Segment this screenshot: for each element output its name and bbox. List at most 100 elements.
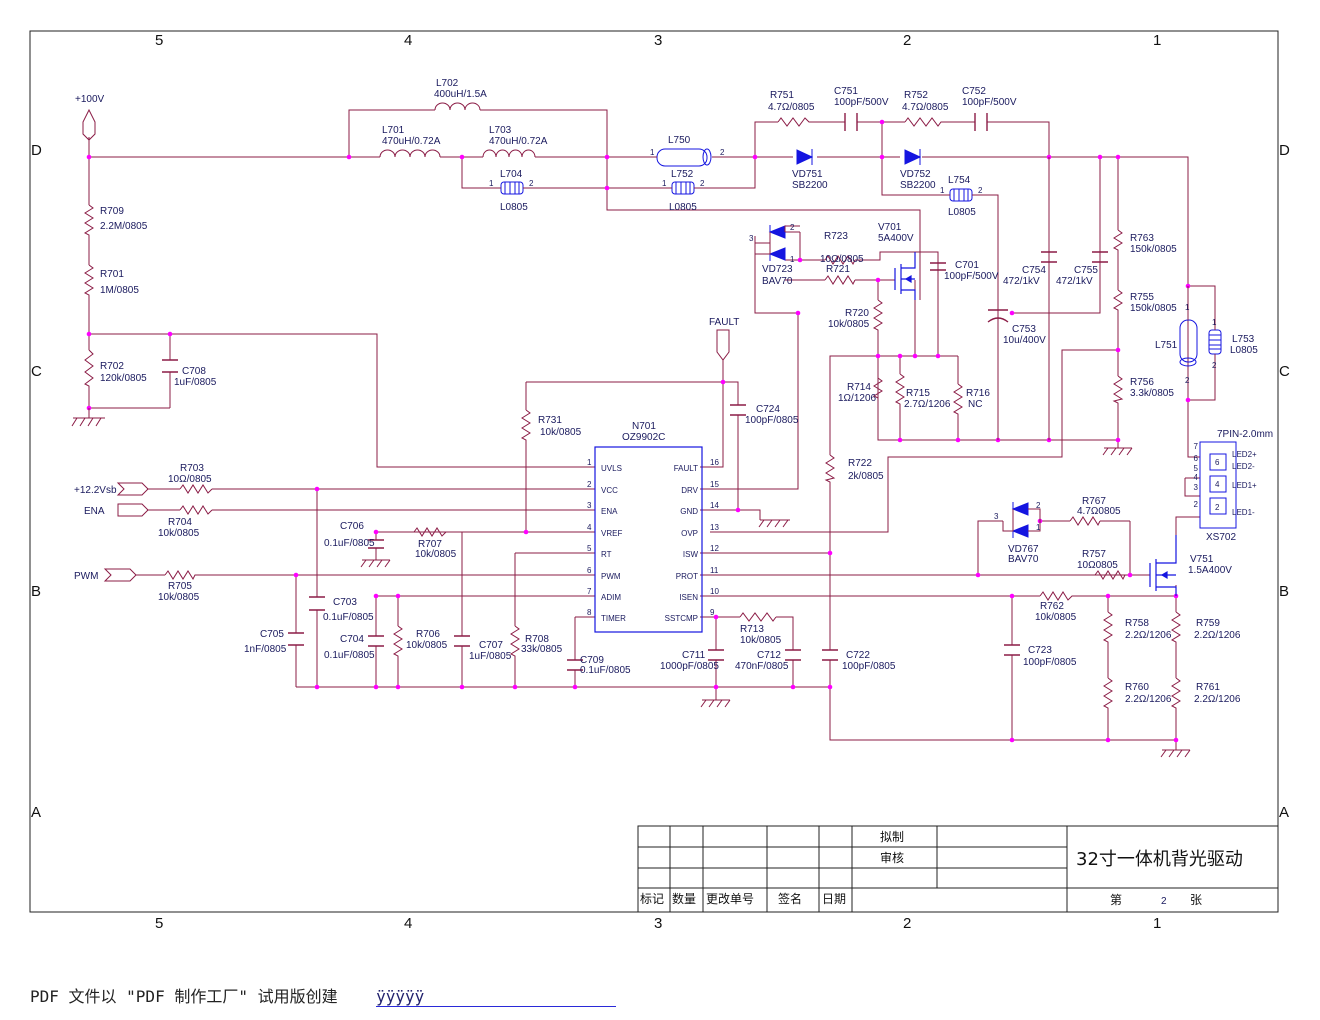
diode-symbols xyxy=(768,149,1029,538)
component-ref: C724 xyxy=(756,404,780,415)
component-value: SB2200 xyxy=(900,180,936,191)
component-value: BAV70 xyxy=(1008,554,1039,565)
pin-num: 1 xyxy=(1212,318,1217,327)
component-ref: R761 xyxy=(1196,682,1220,693)
resistor-symbol-r720 xyxy=(872,299,883,335)
component-ref: VD751 xyxy=(792,169,823,180)
connector-inner-pin: 2 xyxy=(1215,503,1220,512)
capacitor-symbol-c751 xyxy=(844,113,858,131)
pin-num: 1 xyxy=(662,179,667,188)
diode-vd723-b xyxy=(768,247,786,261)
ic-pin-number: 14 xyxy=(710,501,719,510)
ground-icon xyxy=(1102,447,1133,456)
resistor-symbol-r731 xyxy=(520,409,531,442)
ic-part: OZ9902C xyxy=(622,432,665,443)
component-ref: R752 xyxy=(904,90,928,101)
connector-pin-name: LED2- xyxy=(1232,462,1255,471)
component-ref: C707 xyxy=(479,640,503,651)
component-value: 0.1uF/0805 xyxy=(323,612,374,623)
ic-ref: N701 xyxy=(632,421,656,432)
component-ref: C708 xyxy=(182,366,206,377)
zone-col-5-bottom: 5 xyxy=(155,915,163,932)
component-ref: R714 xyxy=(847,382,871,393)
component-ref: VD723 xyxy=(762,264,793,275)
component-value: 10k/0805 xyxy=(740,635,782,646)
capacitor-symbol-c709 xyxy=(567,659,583,671)
component-ref: C711 xyxy=(682,650,706,661)
zone-col-4: 4 xyxy=(404,32,412,49)
bead-l750 xyxy=(656,148,708,167)
mosfet-v701 xyxy=(894,252,916,300)
component-value: 400uH/1.5A xyxy=(434,89,487,100)
connector-body xyxy=(1199,441,1237,529)
bead-l753 xyxy=(1208,329,1222,355)
component-ref: R756 xyxy=(1130,377,1154,388)
bead-l704 xyxy=(500,181,524,195)
connector-labels: 7PIN-2.0mm XS702 7LED2+6LED2-54LED1+32LE… xyxy=(1194,429,1274,543)
resistor-symbol-r760 xyxy=(1102,677,1113,712)
component-value: 100pF/0805 xyxy=(842,661,896,672)
ic-pin-number: 5 xyxy=(587,544,592,553)
ic-pin-number: 13 xyxy=(710,523,719,532)
resistor-symbol-r709 xyxy=(83,204,94,240)
component-value: 150k/0805 xyxy=(1130,303,1177,314)
zone-row-C: C xyxy=(31,363,42,380)
component-ref: R703 xyxy=(180,463,204,474)
component-value: 2.2Ω/1206 xyxy=(1125,630,1172,641)
component-value: 33k/0805 xyxy=(521,644,563,655)
component-value: 472/1kV xyxy=(1003,276,1040,287)
ic-pin-number: 15 xyxy=(710,480,719,489)
resistor-symbol-r702 xyxy=(84,349,94,390)
pin-num: 1 xyxy=(489,179,494,188)
tb-col-date: 日期 xyxy=(822,892,846,906)
component-value: 10Ω/0805 xyxy=(168,474,212,485)
diode-vd752 xyxy=(904,149,922,165)
component-value: 472/1kV xyxy=(1056,276,1093,287)
pin-num: 1 xyxy=(1185,303,1190,312)
ic-pin-number: 11 xyxy=(710,566,719,575)
pdf-footer: PDF 文件以 "PDF 制作工厂" 试用版创建 ÿÿÿÿÿ xyxy=(30,983,617,1007)
component-ref: V751 xyxy=(1190,554,1214,565)
component-value: 2.7Ω/1206 xyxy=(904,399,951,410)
zone-row-A-right: A xyxy=(1279,804,1289,821)
component-ref: R701 xyxy=(100,269,124,280)
bead-leads xyxy=(487,156,1216,362)
tb-drawn: 拟制 xyxy=(880,830,904,844)
component-ref: C703 xyxy=(333,597,357,608)
port-pwm xyxy=(103,568,137,582)
resistor-symbol-r763 xyxy=(1112,229,1123,258)
component-value: 100pF/500V xyxy=(834,97,889,108)
capacitor-symbol-c706 xyxy=(368,539,384,549)
component-ref: C751 xyxy=(834,86,858,97)
diode-vd723-a xyxy=(768,225,786,239)
component-ref: C709 xyxy=(580,655,604,666)
component-value: 100pF/500V xyxy=(944,271,999,282)
resistor-symbol-r705 xyxy=(164,570,198,581)
component-ref: R755 xyxy=(1130,292,1154,303)
resistor-symbol-r707 xyxy=(413,527,447,537)
capacitor-symbol-c705 xyxy=(288,632,304,646)
footer-link[interactable]: ÿÿÿÿÿ xyxy=(376,987,617,1007)
pin-num: 2 xyxy=(720,148,725,157)
ic-pin-number: 16 xyxy=(710,458,719,467)
component-ref: C723 xyxy=(1028,645,1052,656)
tb-col-qty: 数量 xyxy=(672,891,696,906)
component-symbols xyxy=(83,102,1181,712)
component-ref: R722 xyxy=(848,458,872,469)
component-value: 1uF/0805 xyxy=(174,377,217,388)
component-ref: C752 xyxy=(962,86,986,97)
component-ref: R721 xyxy=(826,264,850,275)
component-value: 470uH/0.72A xyxy=(489,136,548,147)
connector-ref: XS702 xyxy=(1206,532,1236,543)
connector-inner-pin: 6 xyxy=(1215,458,1220,467)
component-value: L0805 xyxy=(669,202,697,213)
connector-pin-number: 2 xyxy=(1194,500,1199,509)
component-value: L0805 xyxy=(1230,345,1258,356)
component-ref: V701 xyxy=(878,222,902,233)
component-value: NC xyxy=(968,399,982,410)
port-labels: +100V +12.2Vsb ENA PWM FAULT xyxy=(74,94,739,582)
ic-pin-number: 1 xyxy=(587,458,592,467)
tb-checked: 审核 xyxy=(880,850,904,865)
capacitor-symbol-c712 xyxy=(785,649,801,661)
tb-col-change: 更改单号 xyxy=(706,892,754,906)
